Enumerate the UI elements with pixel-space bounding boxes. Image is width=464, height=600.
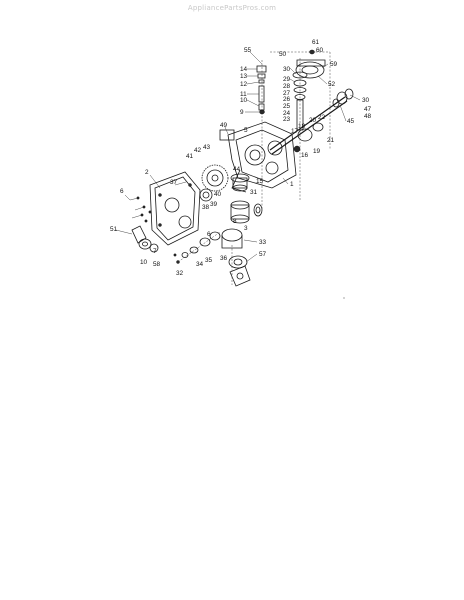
callout-2: 2 xyxy=(145,169,149,176)
left-small-parts xyxy=(129,196,177,257)
callout-60: 60 xyxy=(316,47,324,54)
callout-44: 44 xyxy=(233,166,241,173)
callout-27: 27 xyxy=(283,90,291,97)
callout-39: 39 xyxy=(210,201,218,208)
main-housing xyxy=(219,121,297,193)
watermark: AppliancePartsPros.com xyxy=(187,4,277,12)
callout-10-bottom: 10 xyxy=(140,259,148,266)
callout-17: 17 xyxy=(291,128,299,135)
callout-59: 59 xyxy=(330,61,338,68)
callout-47: 47 xyxy=(364,106,372,113)
callout-50: 50 xyxy=(279,51,287,58)
callout-22: 22 xyxy=(318,114,326,121)
callout-32: 32 xyxy=(176,270,184,277)
callout-31-top: 31 xyxy=(250,189,258,196)
callout-6-bottom: 6 xyxy=(207,231,211,238)
lower-assembly xyxy=(176,228,251,287)
left-cover-plate xyxy=(149,171,201,246)
callout-58: 58 xyxy=(153,261,161,268)
leader-lines xyxy=(115,51,361,263)
callout-1: 1 xyxy=(290,181,294,188)
callout-57: 57 xyxy=(259,251,267,258)
speck xyxy=(343,297,345,299)
callout-30-right: 30 xyxy=(362,97,370,104)
callout-45: 45 xyxy=(347,118,355,125)
callout-23: 23 xyxy=(283,116,291,123)
callout-40: 40 xyxy=(214,191,222,198)
callout-28: 28 xyxy=(283,83,291,90)
callout-9: 9 xyxy=(240,109,244,116)
callout-29: 29 xyxy=(283,76,291,83)
callout-3: 3 xyxy=(244,225,248,232)
callout-36: 36 xyxy=(220,255,228,262)
callout-48: 48 xyxy=(364,113,372,120)
callout-13: 13 xyxy=(240,73,248,80)
callout-38: 38 xyxy=(202,204,210,211)
callout-37: 37 xyxy=(170,179,178,186)
callout-12: 12 xyxy=(240,81,248,88)
callout-16: 16 xyxy=(301,152,309,159)
callout-20: 20 xyxy=(309,117,317,124)
callout-14: 14 xyxy=(240,66,248,73)
callout-51: 51 xyxy=(110,226,118,233)
callout-18: 18 xyxy=(298,123,306,130)
gear-set xyxy=(199,164,263,224)
callout-10-top: 10 xyxy=(240,97,248,104)
callout-35: 35 xyxy=(205,257,213,264)
callout-41: 41 xyxy=(186,153,194,160)
callout-11: 11 xyxy=(240,91,247,98)
callout-49: 49 xyxy=(220,122,228,129)
callout-26: 26 xyxy=(283,96,291,103)
callout-21: 21 xyxy=(327,137,335,144)
callout-24: 24 xyxy=(283,110,291,117)
callout-43: 43 xyxy=(203,144,211,151)
callout-33-right: 33 xyxy=(259,239,267,246)
callout-8: 8 xyxy=(233,218,237,225)
callout-52: 52 xyxy=(328,81,336,88)
callout-15: 15 xyxy=(256,178,264,185)
callout-34: 34 xyxy=(196,261,204,268)
callout-55: 55 xyxy=(244,47,252,54)
callout-30-top: 30 xyxy=(283,66,291,73)
callout-61: 61 xyxy=(312,39,320,46)
callout-7: 7 xyxy=(153,248,157,255)
callout-42: 42 xyxy=(194,147,202,154)
right-axle-assembly xyxy=(269,88,354,155)
callout-6-top: 6 xyxy=(120,188,124,195)
callout-labels: 61 60 55 50 30 14 13 12 11 10 59 29 28 2… xyxy=(110,39,372,277)
callout-25: 25 xyxy=(283,103,291,110)
callout-5-top: 5 xyxy=(244,127,248,134)
callout-19: 19 xyxy=(313,148,321,155)
